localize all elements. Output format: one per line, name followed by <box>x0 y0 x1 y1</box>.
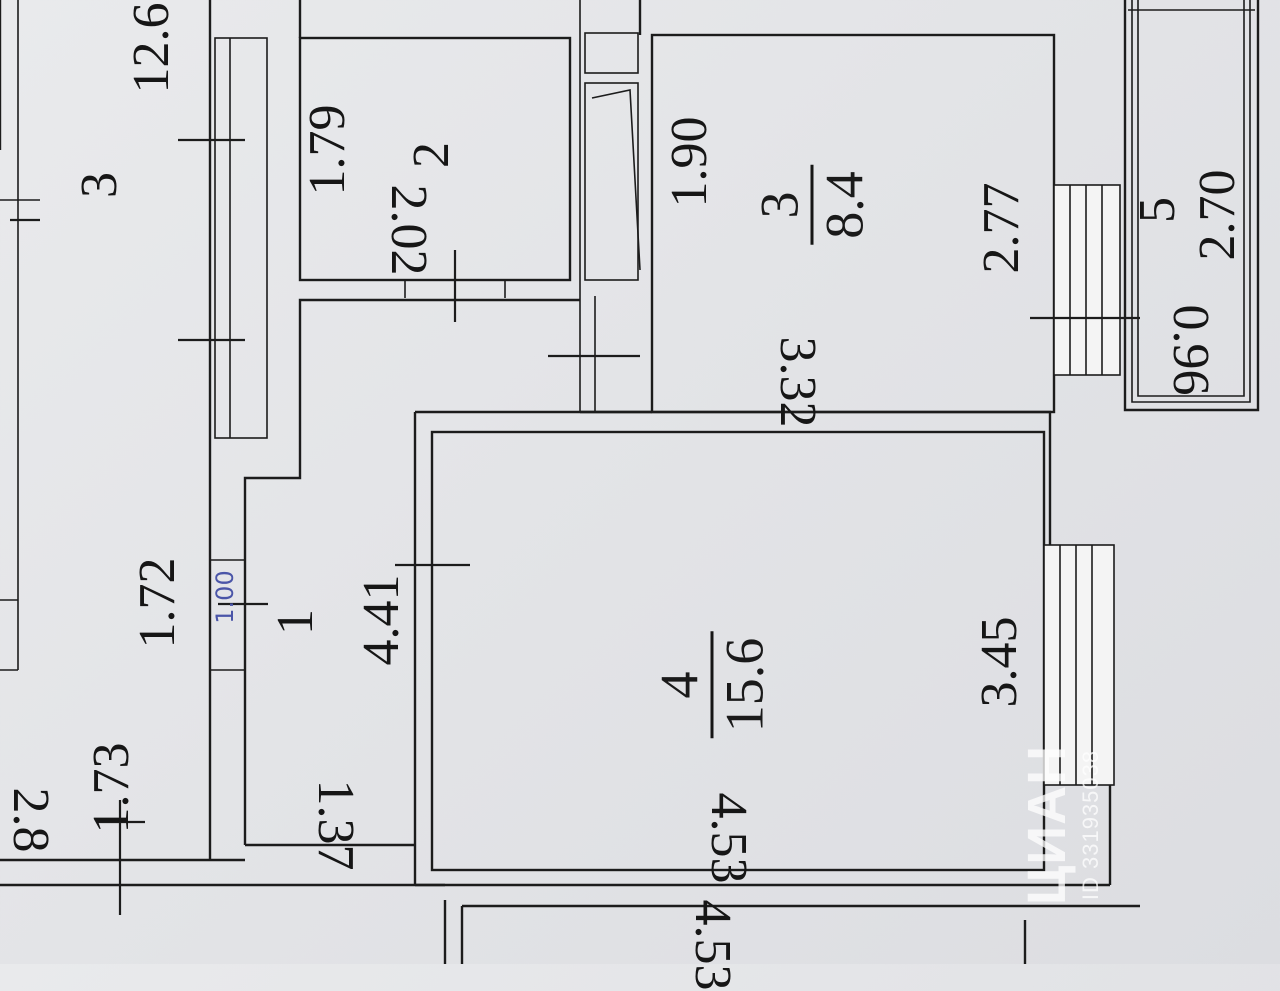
room-5-walls <box>1123 0 1260 412</box>
dim-3-45: 3.45 <box>971 616 1028 708</box>
watermark-id: ID 331935038 <box>1078 749 1103 901</box>
living-window <box>1043 544 1115 885</box>
dim-2-02: 2.02 <box>380 184 437 276</box>
dim-0-96: 0.96 <box>1162 304 1219 396</box>
dim-2-70: 2.70 <box>1189 169 1246 261</box>
dim-1-37: 1.37 <box>307 779 364 871</box>
neighbor-room-number: 3 <box>71 172 128 198</box>
dim-4-53-lower: 4.53 <box>684 899 741 991</box>
dim-4-41: 4.41 <box>353 574 410 666</box>
dim-1-90: 1.90 <box>661 116 718 208</box>
room-2-number: 2 <box>403 142 460 168</box>
room-4-area: 15.6 <box>710 631 775 739</box>
dim-1-72: 1.72 <box>129 557 186 649</box>
room-5-number: 5 <box>1129 197 1186 223</box>
dim-3-32: 3.32 <box>769 336 826 428</box>
room-3-label: 3 8.4 <box>749 165 875 245</box>
dimension-ticks <box>10 138 1140 915</box>
room-1-number: 1 <box>267 609 324 635</box>
lower-neighbor-walls <box>0 883 1140 964</box>
dim-4-53: 4.53 <box>700 792 757 884</box>
room-4-number: 4 <box>649 671 710 699</box>
watermark: ЦИАН ID 331935038 <box>1016 745 1104 905</box>
dim-2-8: 2.8 <box>2 787 59 853</box>
dim-12-6: 12.6 <box>123 2 180 94</box>
watermark-brand: ЦИАН <box>1017 744 1077 906</box>
fixtures <box>579 0 641 412</box>
room-1-walls <box>210 298 580 862</box>
partition-strip <box>214 37 268 439</box>
neighbor-walls <box>0 0 215 862</box>
room-4-label: 4 15.6 <box>649 631 775 739</box>
room-2-walls <box>298 0 572 298</box>
dim-1-73: 1.73 <box>83 742 140 834</box>
kitchen-window <box>1053 184 1121 376</box>
dim-2-77: 2.77 <box>973 182 1030 274</box>
dim-1-79: 1.79 <box>299 104 356 196</box>
room-3-area: 8.4 <box>810 165 875 245</box>
room-3-number: 3 <box>749 191 810 219</box>
handwritten-note: 1.00 <box>211 570 239 624</box>
floor-plan-drawing <box>0 0 1260 964</box>
